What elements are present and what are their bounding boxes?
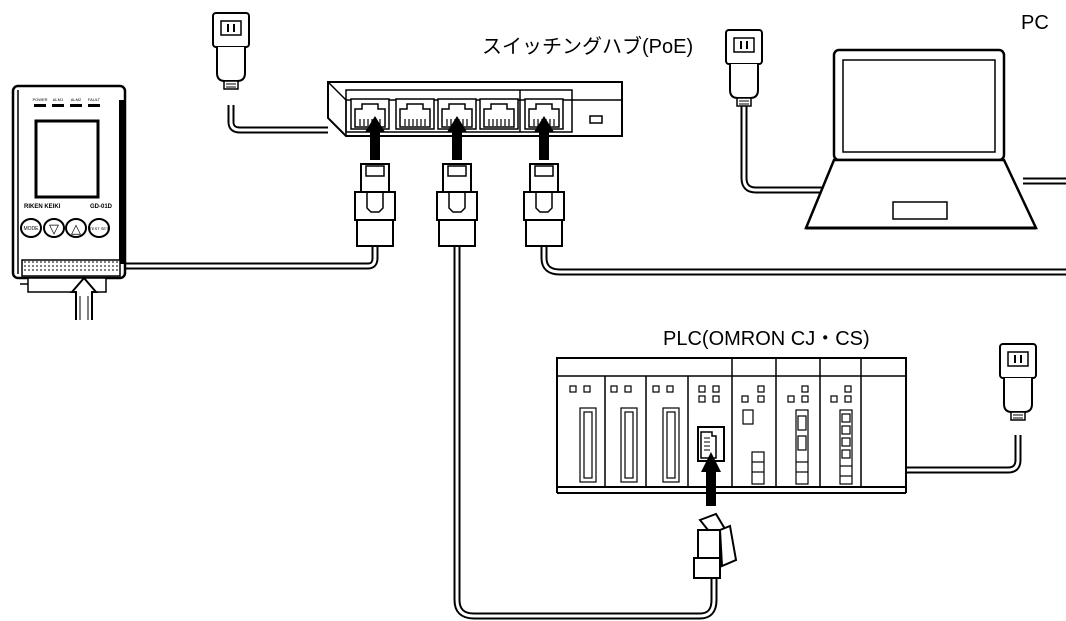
ethernet-port-icon xyxy=(395,98,435,130)
switching-hub-label: スイッチングハブ(PoE) xyxy=(482,36,694,58)
gas-detector: POWER ALM1 ALM2 FAULT RIKEN KEIKI GD-01D… xyxy=(11,84,127,320)
led-label-power: POWER xyxy=(32,97,47,102)
status-leds: POWER ALM1 ALM2 FAULT xyxy=(32,97,101,107)
led-label-fault: FAULT xyxy=(88,97,101,102)
detector-display xyxy=(34,119,100,199)
up-button-label: △ xyxy=(71,221,81,236)
rj45-connector-icon xyxy=(354,163,396,247)
plc-rack xyxy=(556,357,907,494)
detector-model: GD-01D xyxy=(90,204,113,210)
up-arrow-icon xyxy=(365,116,385,160)
pc-label: PC xyxy=(1021,12,1049,34)
plc-label: PLC(OMRON CJ・CS) xyxy=(663,328,870,350)
led-label-alm2: ALM2 xyxy=(71,97,82,102)
test-set-button-label: TEST SET xyxy=(89,226,109,231)
laptop-touchpad xyxy=(892,201,948,220)
rj45-connector-icon xyxy=(436,163,478,247)
up-arrow-icon xyxy=(534,116,554,160)
led-label-alm1: ALM1 xyxy=(53,97,64,102)
power-adapter-icon xyxy=(725,29,763,107)
down-button-label: ▽ xyxy=(49,221,59,236)
up-arrow-icon xyxy=(447,116,467,160)
cable-detector-hub xyxy=(126,220,379,270)
ethernet-port-icon xyxy=(479,98,519,130)
cable-plc-power xyxy=(905,435,1022,474)
detector-brand: RIKEN KEIKI xyxy=(24,204,61,210)
up-arrow-icon xyxy=(701,452,721,506)
cable-hub-power xyxy=(227,105,328,134)
detector-buttons: MODE ▽ △ TEST SET xyxy=(20,218,110,238)
laptop-pc xyxy=(804,48,1038,230)
rj45-connector-icon xyxy=(693,512,738,579)
up-arrow-icon xyxy=(69,276,99,320)
cables xyxy=(126,104,1066,620)
power-adapter-icon xyxy=(212,12,250,90)
rj45-connector-icon xyxy=(523,163,565,247)
hub-led xyxy=(589,115,603,124)
cable-pc-power xyxy=(740,104,823,194)
power-adapter-icon xyxy=(999,343,1037,421)
mode-button-label: MODE xyxy=(24,226,40,232)
